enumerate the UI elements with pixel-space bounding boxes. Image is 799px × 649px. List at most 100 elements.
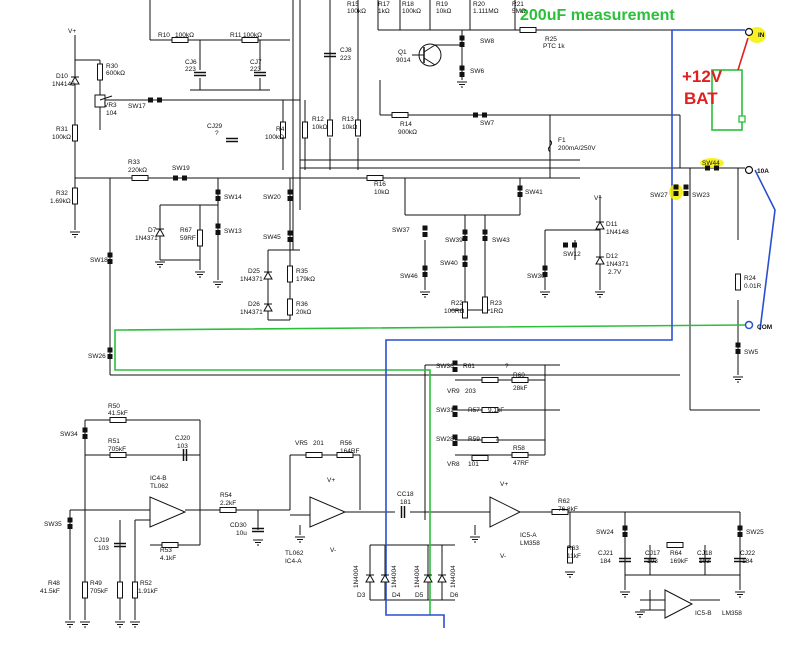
d3-value: 1N4004 — [353, 565, 360, 588]
r63-label: R63 — [567, 545, 579, 552]
cj7-value: 223 — [250, 66, 261, 73]
r18-value: 100kΩ — [402, 8, 421, 15]
r11-value: 100kΩ — [243, 32, 262, 39]
terminals — [744, 27, 754, 330]
sw12-label: SW12 — [563, 251, 581, 258]
sw30-label: SW30 — [527, 273, 545, 280]
r50-label: R50 — [108, 403, 120, 410]
sw8-label: SW8 — [480, 38, 494, 45]
ic4b-value: TL062 — [150, 483, 169, 490]
component-labels: R10 100kΩ R11 100kΩ R15 100kΩ R17 1kΩ R1… — [40, 1, 764, 617]
r19-label: R19 — [436, 1, 448, 8]
cj18-value: 103 — [699, 558, 710, 565]
battery-label: BAT — [684, 89, 718, 108]
r31-label: R31 — [56, 126, 68, 133]
r20-value: 1.111MΩ — [473, 8, 499, 15]
terminal-in-label: IN — [758, 32, 765, 39]
r58-label: R58 — [513, 445, 525, 452]
measurement-title: 200uF measurement — [520, 7, 675, 24]
r25-label: R25 — [545, 36, 557, 43]
d12-label: D12 — [606, 253, 618, 260]
r4-label: R4 — [276, 126, 285, 133]
sw37-label: SW37 — [392, 227, 410, 234]
opamp-ic5b-icon — [664, 589, 694, 619]
r20-label: R20 — [473, 1, 485, 8]
vr8-value: 101 — [468, 461, 479, 468]
cj6-value: 223 — [185, 66, 196, 73]
sw20-label: SW20 — [263, 194, 281, 201]
r14-label: R14 — [400, 121, 412, 128]
r56-value: 164RF — [340, 448, 360, 455]
r57-label: R57 — [468, 407, 480, 414]
vr9-label: VR9 — [447, 388, 460, 395]
battery-box — [711, 69, 743, 131]
r50-value: 41.5kF — [108, 410, 128, 417]
r60-value: 28kF — [513, 385, 527, 392]
d5-value: 1N4004 — [414, 565, 421, 588]
cj20-label: CJ20 — [175, 435, 191, 442]
battery-terminal-icon — [738, 115, 746, 123]
r24-value: 0.01R — [744, 283, 762, 290]
r32-label: R32 — [56, 190, 68, 197]
r16-value: 10kΩ — [374, 189, 389, 196]
d10-value: 1N4148 — [52, 81, 75, 88]
r61-label: R61 — [463, 363, 475, 370]
r59-value: ? — [495, 436, 499, 443]
r54-label: R54 — [220, 492, 232, 499]
r36-label: R36 — [296, 301, 308, 308]
f1-value: 200mA/250V — [558, 145, 596, 152]
cj17-label: CJ17 — [645, 550, 661, 557]
terminal-in-icon — [744, 27, 754, 37]
sw7-label: SW7 — [480, 120, 494, 127]
r33-label: R33 — [128, 159, 140, 166]
q1-label: Q1 — [398, 49, 407, 56]
sw46-label: SW46 — [400, 273, 418, 280]
sw36-label: SW36 — [436, 363, 454, 370]
sw17-label: SW17 — [128, 103, 146, 110]
ic4b-label: IC4-B — [150, 475, 167, 482]
d6-value: 1N4004 — [450, 565, 457, 588]
cj21-label: CJ21 — [598, 550, 614, 557]
cc18-label: CC18 — [397, 491, 414, 498]
r52-value: 1.91kF — [138, 588, 158, 595]
r18-label: R18 — [402, 1, 414, 8]
cj29-label: CJ29 — [207, 123, 223, 130]
r24-label: R24 — [744, 275, 756, 282]
sw27-label: SW27 — [650, 192, 668, 199]
r54-value: 2.2kF — [220, 500, 236, 507]
d11-value: 1N4148 — [606, 229, 629, 236]
d26-value: 1N4371 — [240, 309, 263, 316]
cj19-label: CJ19 — [94, 537, 110, 544]
opamp-ic5a-icon — [489, 496, 522, 528]
terminal-com-icon — [744, 320, 754, 330]
r56-label: R56 — [340, 440, 352, 447]
d12-value: 1N4371 — [606, 261, 629, 268]
ic5b-label: IC5-B — [695, 610, 712, 617]
sw35-label: SW35 — [44, 521, 62, 528]
blue-com-trace — [754, 169, 776, 331]
terminal-10a-icon — [744, 165, 754, 175]
sw6-label: SW6 — [470, 68, 484, 75]
tl062-label: TL062 — [285, 550, 304, 557]
vr5-label: VR5 — [295, 440, 308, 447]
r32-value: 1.69kΩ — [50, 198, 71, 205]
vplus-label: V+ — [594, 195, 602, 202]
r11-label: R11 — [230, 32, 242, 39]
vr3-label: VR3 — [104, 102, 117, 109]
r30-label: R30 — [106, 63, 118, 70]
cj6-label: CJ6 — [185, 59, 197, 66]
r67-value: 59RF — [180, 235, 196, 242]
vminus-label: V- — [330, 547, 336, 554]
r22-value: 100RΩ — [444, 308, 465, 315]
sw40-label: SW40 — [440, 260, 458, 267]
r13-label: R13 — [342, 116, 354, 123]
sw25-label: SW25 — [746, 529, 764, 536]
r61-value: ? — [505, 363, 509, 370]
r63-value: 11kF — [567, 553, 581, 560]
r12-label: R12 — [312, 116, 324, 123]
cj18-label: CJ18 — [697, 550, 713, 557]
sw14-label: SW14 — [224, 194, 242, 201]
r19-value: 10kΩ — [436, 8, 451, 15]
